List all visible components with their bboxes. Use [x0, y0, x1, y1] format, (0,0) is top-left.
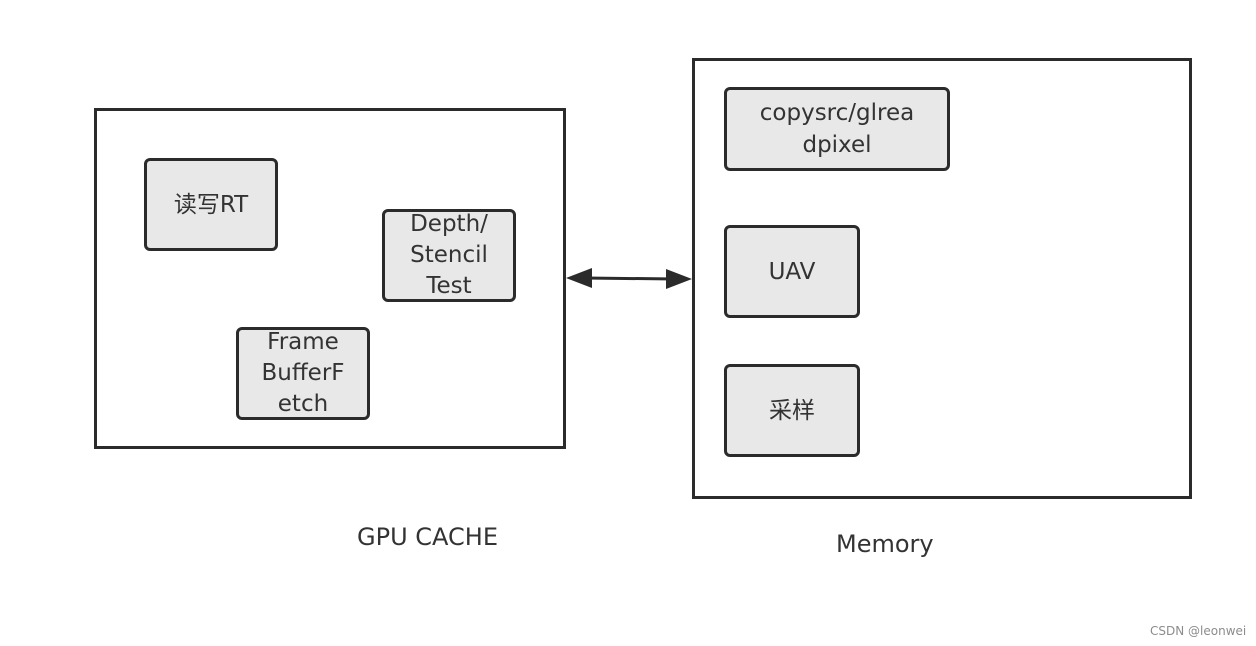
arrow-line: [583, 276, 676, 281]
framebuffer-fetch-node: Frame BufferF etch: [236, 327, 370, 420]
depth-stencil-test-node: Depth/ Stencil Test: [382, 209, 516, 302]
memory-caption: Memory: [836, 530, 934, 558]
gpu-cache-caption: GPU CACHE: [357, 523, 498, 551]
sampling-node: 采样: [724, 364, 860, 457]
arrow-head-left: [566, 268, 592, 288]
arrow-head-right: [666, 269, 692, 289]
copysrc-glreadpixel-node: copysrc/glrea dpixel: [724, 87, 950, 171]
uav-node: UAV: [724, 225, 860, 318]
watermark: CSDN @leonwei: [1150, 624, 1247, 638]
rw-rt-node: 读写RT: [144, 158, 278, 251]
